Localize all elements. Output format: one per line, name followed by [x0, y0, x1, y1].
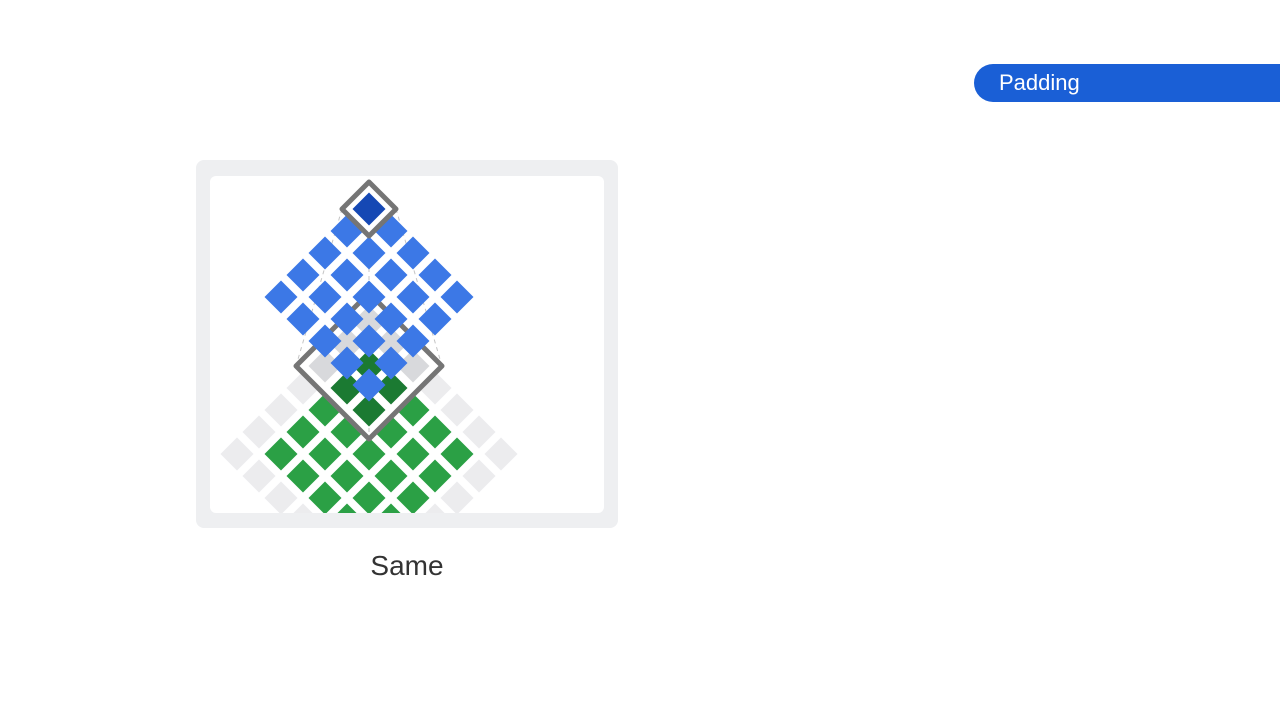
output-cell	[418, 258, 452, 292]
padding-cell	[462, 459, 496, 493]
output-cell	[374, 346, 408, 380]
input-cell	[396, 437, 430, 471]
input-cell-in-kernel	[352, 349, 386, 383]
padding-title-label: Padding	[999, 70, 1080, 95]
input-cell	[337, 503, 357, 513]
input-cell-in-kernel	[352, 393, 386, 427]
input-cell	[418, 459, 452, 493]
output-cell	[352, 280, 386, 314]
input-cell	[440, 437, 474, 471]
input-cell	[286, 459, 320, 493]
output-cell	[330, 302, 364, 336]
output-cell	[308, 324, 342, 358]
padding-title-badge: Padding	[974, 64, 1280, 102]
output-cell	[286, 258, 320, 292]
convolution-padding-diagram	[220, 179, 518, 513]
input-cell	[264, 437, 298, 471]
output-cell	[330, 258, 364, 292]
padding-cell	[396, 349, 430, 383]
output-cell	[396, 324, 430, 358]
input-cell	[352, 437, 386, 471]
padding-cell	[440, 393, 474, 427]
input-cell	[418, 415, 452, 449]
output-cell	[330, 346, 364, 380]
input-cell-in-kernel	[330, 371, 364, 405]
output-cell	[374, 258, 408, 292]
output-cell	[396, 236, 430, 270]
input-cell-in-kernel	[374, 371, 408, 405]
output-cell	[440, 280, 474, 314]
output-cell-highlighted	[352, 192, 386, 226]
padding-cell	[462, 415, 496, 449]
padding-diagram-card	[196, 160, 618, 528]
diagram-canvas	[210, 176, 604, 513]
output-highlight-frame	[339, 179, 399, 239]
padding-cell	[330, 327, 364, 361]
input-cell	[374, 459, 408, 493]
diagram-caption: Same	[370, 550, 444, 581]
output-grid	[264, 179, 474, 402]
padding-cell	[264, 393, 298, 427]
output-cell	[308, 280, 342, 314]
output-cell	[352, 324, 386, 358]
padding-cell	[440, 481, 474, 513]
output-cell	[264, 280, 298, 314]
padding-cell	[308, 349, 342, 383]
input-cell	[381, 503, 401, 513]
input-cell	[396, 481, 430, 513]
output-cell	[374, 214, 408, 248]
padding-cell	[293, 503, 313, 513]
input-cell	[352, 481, 386, 513]
input-cell	[308, 481, 342, 513]
padding-cell	[220, 437, 254, 471]
input-cell	[330, 459, 364, 493]
input-grid	[220, 290, 518, 513]
padding-cell	[352, 305, 386, 339]
input-cell	[308, 437, 342, 471]
output-cell	[352, 236, 386, 270]
input-cell	[286, 415, 320, 449]
padding-cell	[242, 415, 276, 449]
output-cell	[286, 302, 320, 336]
padding-cell	[484, 437, 518, 471]
padding-cell	[242, 459, 276, 493]
output-cell	[330, 214, 364, 248]
padding-cell	[374, 327, 408, 361]
padding-cell	[425, 503, 445, 513]
output-cell	[374, 302, 408, 336]
output-cell	[352, 368, 386, 402]
padding-cell	[264, 481, 298, 513]
output-cell	[308, 236, 342, 270]
output-cell	[396, 280, 430, 314]
output-cell	[418, 302, 452, 336]
